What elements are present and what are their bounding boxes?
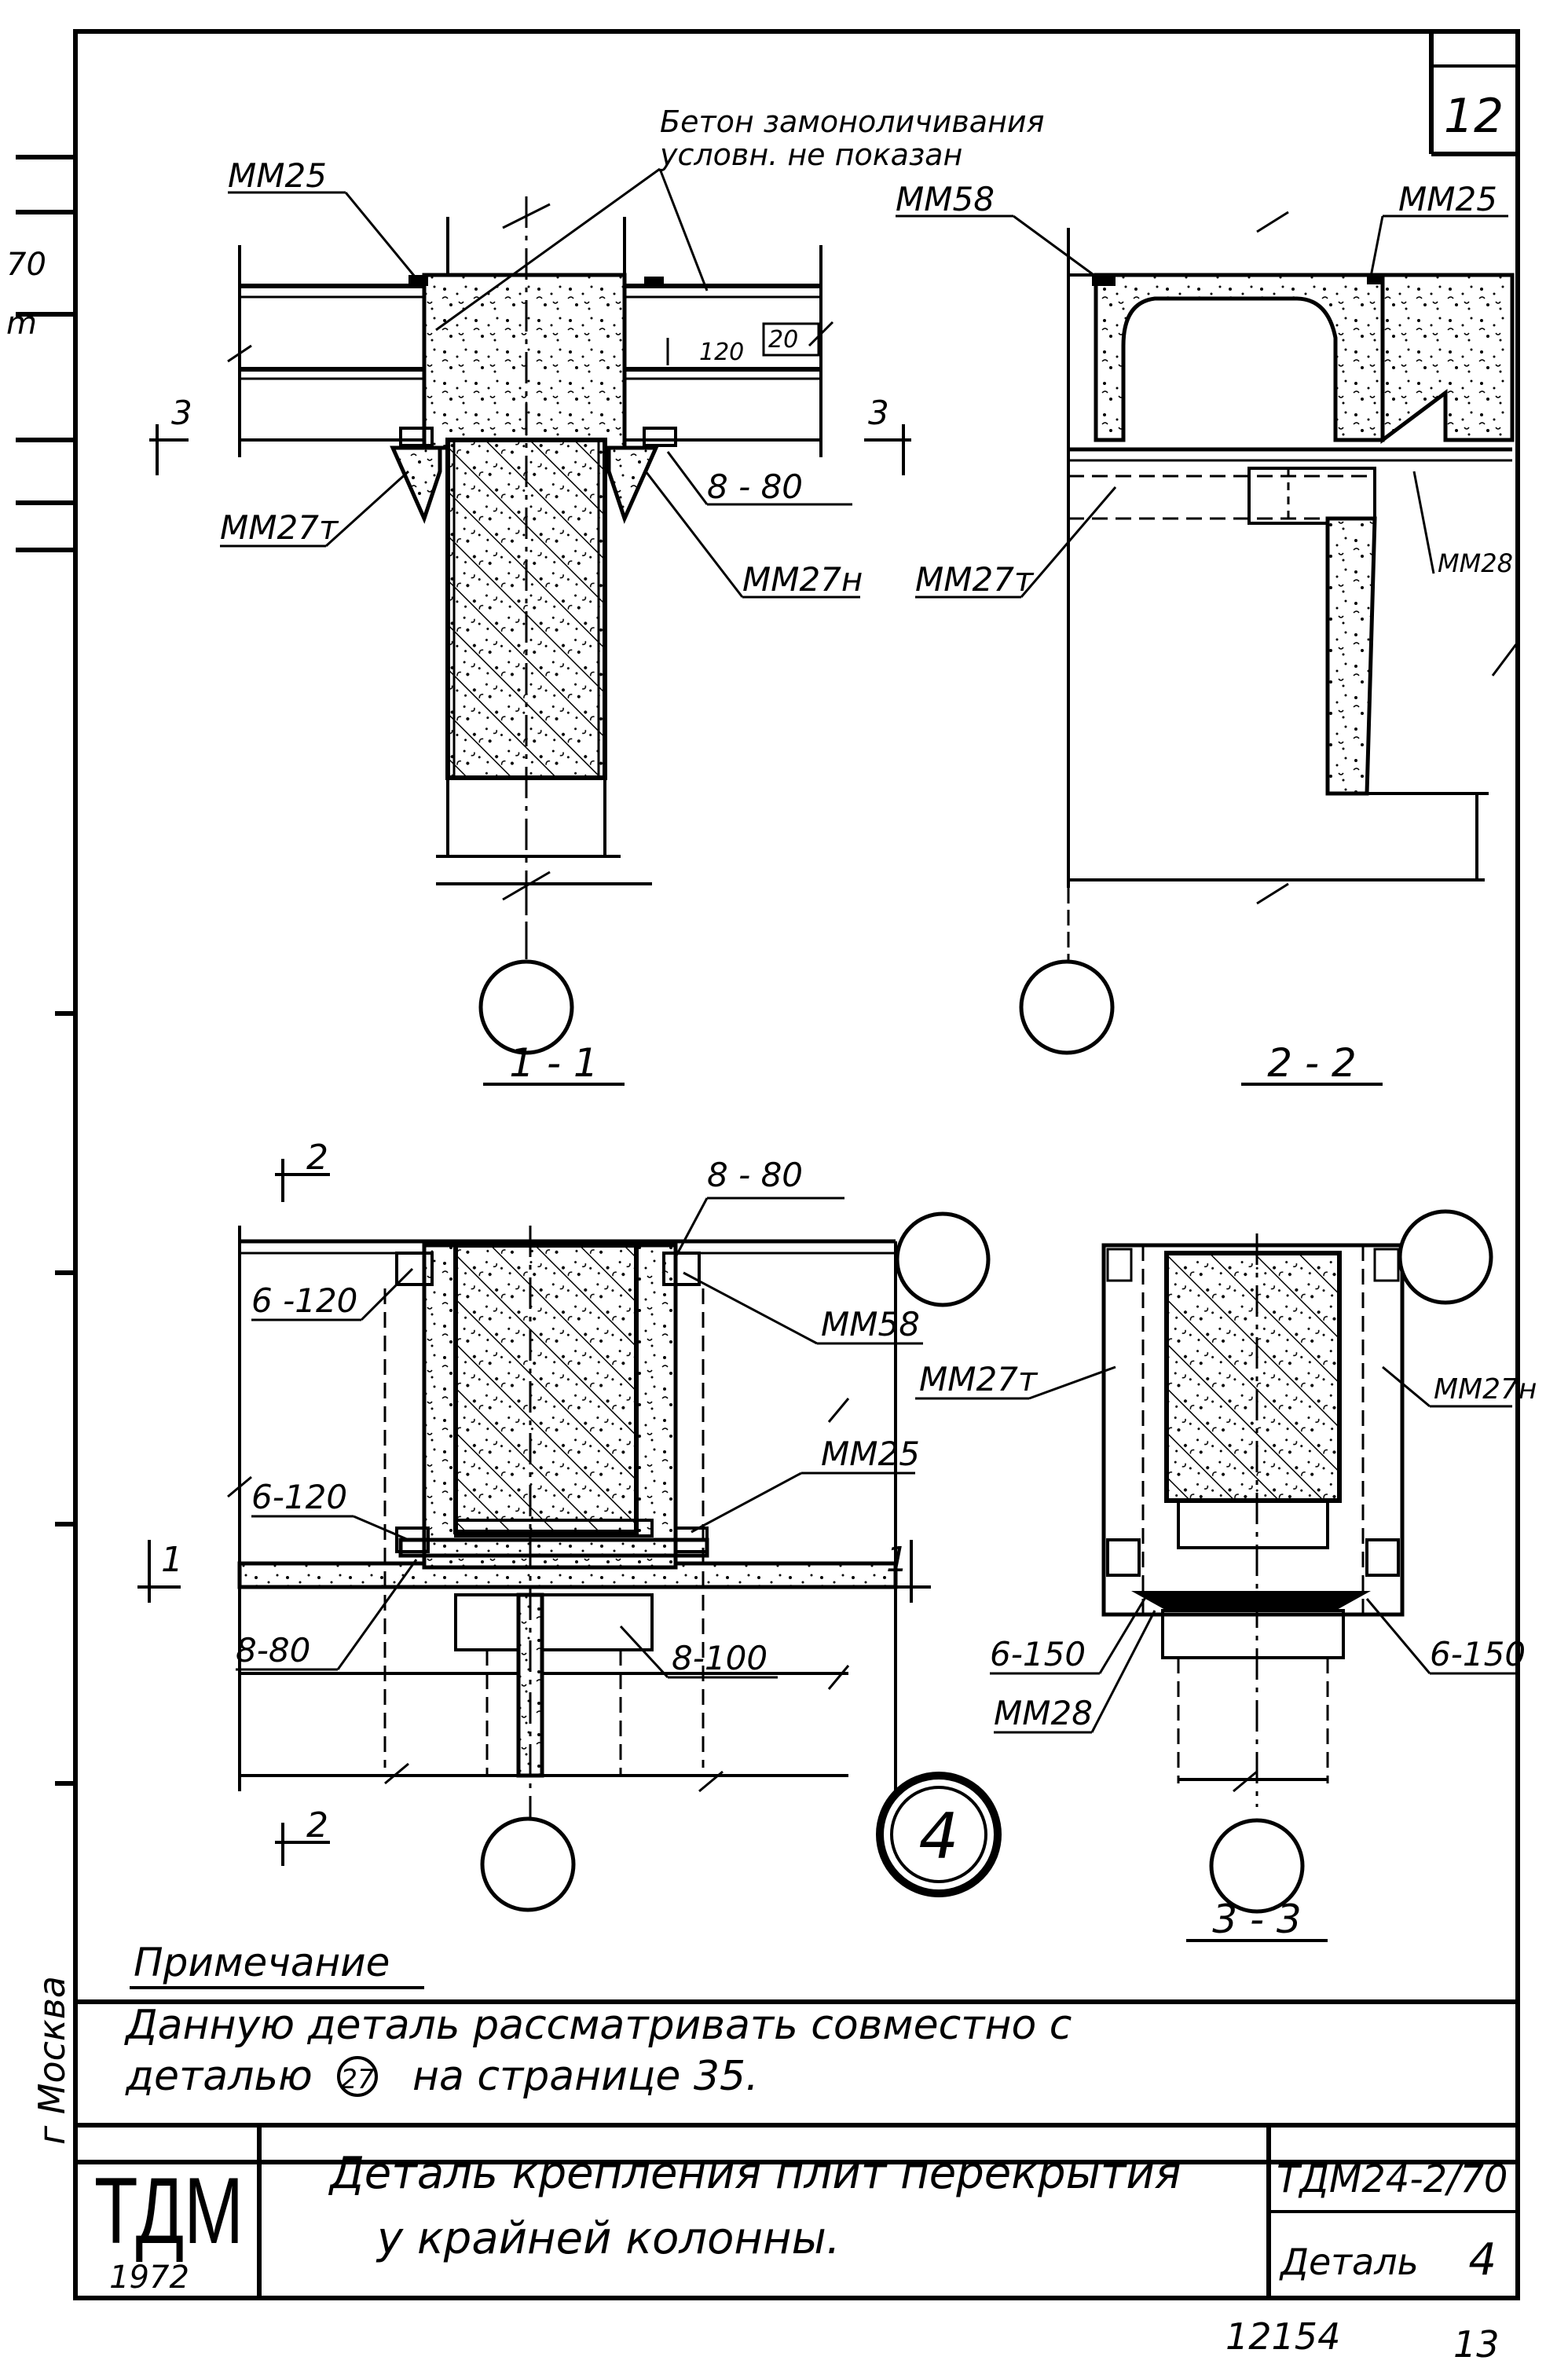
series-code: ТДМ24-2/70: [1277, 2157, 1508, 2201]
callout-mm25-plan: ММ25: [821, 1435, 920, 1473]
dim-20: 20: [768, 326, 798, 354]
callout-mm27t-section33: ММ27т: [919, 1360, 1039, 1398]
callout-mm27n-section11: ММ27н: [742, 560, 863, 599]
callout-mm28-section33: ММ28: [994, 1694, 1093, 1732]
callout-mm58-plan: ММ58: [821, 1305, 920, 1343]
page-number: 12: [1444, 89, 1504, 144]
callout-weld-6-120-lower: 6-120: [251, 1478, 347, 1516]
margin-ticks: [16, 155, 75, 1786]
section-1-1: [149, 167, 911, 1086]
dim-120: 120: [699, 339, 744, 366]
cut-mark-3-right: 3: [868, 394, 889, 432]
callout-weld-8-80-plan: 8 - 80: [707, 1156, 803, 1194]
callout-mm58-section22: ММ58: [896, 180, 995, 218]
concrete-note-line1: Бетон замоноличивания: [660, 104, 1044, 139]
detail-label-number: 4: [1468, 2234, 1497, 2285]
cut-mark-1-right: 1: [886, 1540, 908, 1580]
callout-weld-6-120-upper: 6 -120: [251, 1281, 357, 1320]
detail-label: Деталь: [1279, 2241, 1419, 2283]
note-line-2-start: деталью: [125, 2053, 313, 2100]
callout-mm27t-section11: ММ27т: [220, 508, 339, 547]
note-line-1: Данную деталь рассматривать совместно с: [124, 2002, 1072, 2049]
callout-mm27n-section33: ММ27н: [1434, 1373, 1537, 1406]
note-heading: Примечание: [134, 1940, 390, 1985]
footer-page-number: 13: [1453, 2323, 1500, 2366]
city-label: г Москва: [31, 1976, 73, 2145]
callout-weld-6-150-right: 6-150: [1430, 1635, 1526, 1673]
cut-mark-1-left: 1: [161, 1540, 183, 1580]
margin-mark-m: m: [6, 306, 37, 342]
section-title-1-1: 1 - 1: [509, 1040, 598, 1086]
note-line-2-end: на странице 35.: [412, 2053, 759, 2100]
callout-weld-6-150-left: 6-150: [990, 1635, 1086, 1673]
callout-weld-8-80-lower: 8-80: [236, 1631, 310, 1669]
note-ref-number: 27: [340, 2064, 375, 2095]
cut-mark-3-left: 3: [171, 394, 192, 432]
title-block: [73, 2123, 1520, 2300]
callout-weld-8-80-section11: 8 - 80: [707, 467, 803, 506]
callout-mm25-section11: ММ25: [228, 156, 327, 195]
drawing-title-line-2: у крайней колонны.: [376, 2213, 841, 2264]
section-title-3-3: 3 - 3: [1212, 1897, 1301, 1942]
callout-mm25-section22: ММ25: [1398, 180, 1497, 218]
cut-mark-2-bottom: 2: [306, 1805, 328, 1845]
year-label: 1972: [109, 2260, 189, 2296]
callout-mm28-section22: ММ28: [1438, 548, 1513, 578]
margin-mark-70: 70: [6, 247, 46, 283]
detail-number-circle: [876, 1772, 1002, 1897]
plan-view: [137, 1159, 991, 1912]
drawing-title-line-1: Деталь крепления плит перекрытия: [328, 2148, 1181, 2199]
sheet-frame: [73, 29, 1520, 2164]
section-3-3: [915, 1209, 1516, 1942]
section-2-2: [896, 211, 1518, 1086]
concrete-note-line2: условн. не показан: [659, 137, 962, 172]
cut-mark-2-top: 2: [306, 1138, 328, 1178]
tdm-logo: ТДМ: [94, 2158, 244, 2263]
archive-number: 12154: [1225, 2315, 1340, 2358]
detail-number: 4: [919, 1800, 959, 1873]
note-ref-circle: [337, 2056, 378, 2097]
callout-mm27t-section22: ММ27т: [915, 560, 1035, 599]
section-title-2-2: 2 - 2: [1267, 1040, 1356, 1086]
callout-weld-8-100: 8-100: [672, 1639, 768, 1677]
